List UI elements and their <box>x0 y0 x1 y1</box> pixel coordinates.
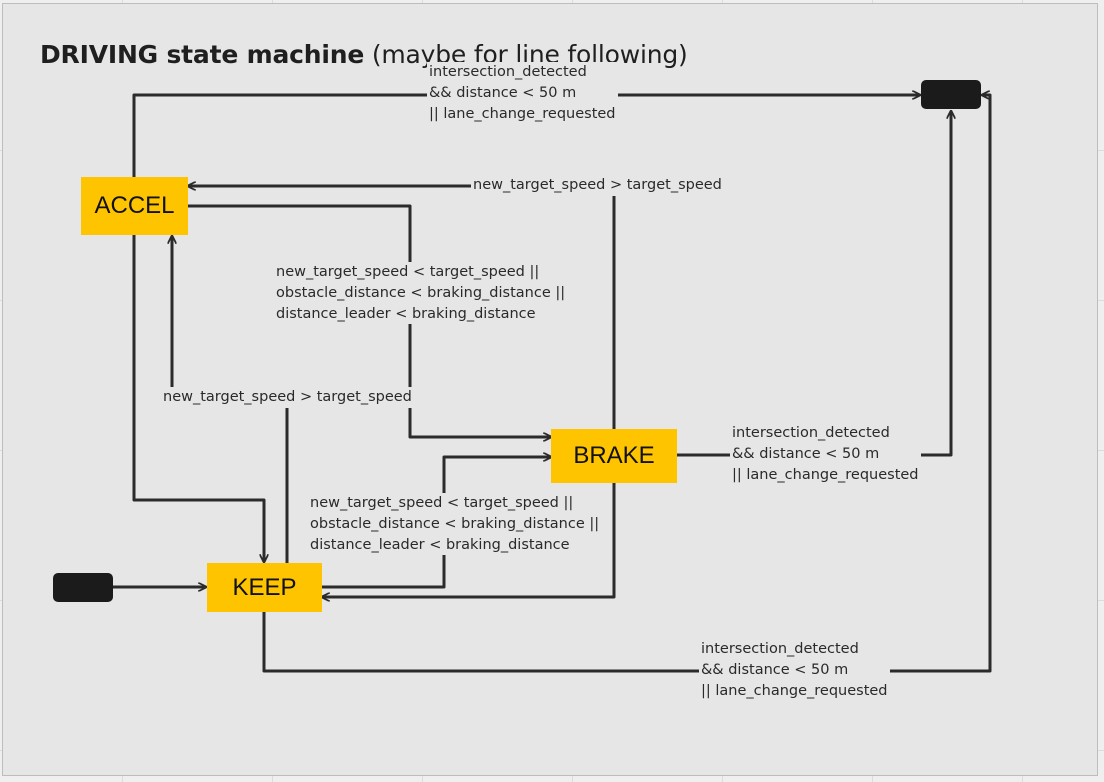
label-line: intersection_detected <box>701 641 859 657</box>
label-line: || lane_change_requested <box>732 466 919 483</box>
label-line: intersection_detected <box>429 64 587 80</box>
label-line: && distance < 50 m <box>429 84 577 101</box>
label-brake-to-accel: new_target_speed > target_speed <box>471 175 724 196</box>
label-line: new_target_speed > target_speed <box>473 177 722 193</box>
label-keep-to-end: intersection_detected && distance < 50 m… <box>699 639 890 702</box>
label-accel-to-brake: new_target_speed < target_speed || obsta… <box>274 262 568 325</box>
state-brake[interactable]: BRAKE <box>551 429 677 483</box>
label-line: || lane_change_requested <box>701 682 888 699</box>
edge-brake-to-keep <box>322 483 616 597</box>
state-accel-label: ACCEL <box>94 192 175 219</box>
label-line: && distance < 50 m <box>701 661 849 678</box>
label-line: new_target_speed < target_speed || <box>310 495 574 511</box>
label-line: new_target_speed > target_speed <box>163 389 412 405</box>
label-line: new_target_speed < target_speed || <box>276 264 540 280</box>
label-line: || lane_change_requested <box>429 105 616 122</box>
title-bold: DRIVING state machine <box>40 40 365 69</box>
edge-accel-to-end <box>132 95 920 177</box>
state-keep-label: KEEP <box>232 573 297 601</box>
label-line: intersection_detected <box>732 425 890 441</box>
label-keep-to-brake: new_target_speed < target_speed || obsta… <box>308 493 602 556</box>
edge-brake-to-end <box>677 111 951 457</box>
edge-keep-to-end <box>262 95 992 673</box>
label-brake-to-end: intersection_detected && distance < 50 m… <box>730 423 921 486</box>
diagram-title: DRIVING state machine (maybe for line fo… <box>40 40 688 69</box>
state-brake-label: BRAKE <box>573 442 655 469</box>
end-node[interactable] <box>921 80 981 109</box>
label-line: distance_leader < braking_distance <box>276 305 536 322</box>
state-keep[interactable]: KEEP <box>207 563 322 612</box>
start-node[interactable] <box>53 573 113 602</box>
label-keep-to-accel: new_target_speed > target_speed <box>161 387 414 408</box>
label-line: && distance < 50 m <box>732 445 880 462</box>
label-line: obstacle_distance < braking_distance || <box>276 284 566 301</box>
label-line: obstacle_distance < braking_distance || <box>310 515 600 532</box>
state-accel[interactable]: ACCEL <box>81 177 188 235</box>
edge-accel-to-keep <box>132 235 264 562</box>
label-line: distance_leader < braking_distance <box>310 536 570 553</box>
label-accel-to-end: intersection_detected && distance < 50 m… <box>427 62 618 125</box>
